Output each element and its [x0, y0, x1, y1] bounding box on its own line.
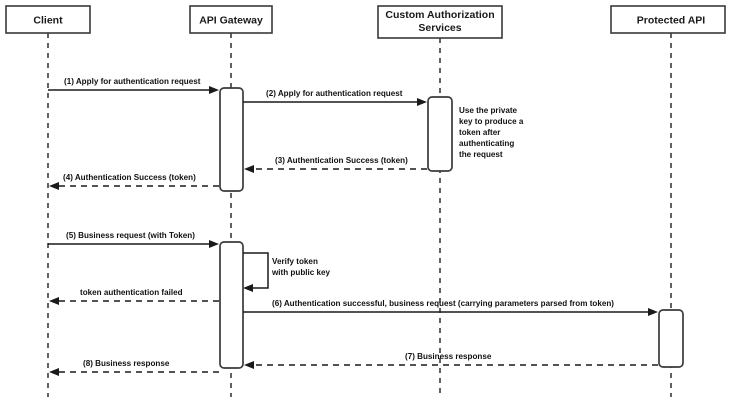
message-2-arrowhead — [417, 98, 427, 106]
participant-box-custom-authorization-services[interactable] — [377, 5, 503, 39]
message-1-label: (1) Apply for authentication request — [64, 77, 201, 86]
lifelines-group — [47, 33, 672, 397]
message-5[interactable]: (5) Business request (with Token) — [48, 231, 219, 248]
participant-protected-api[interactable]: Protected API — [610, 5, 726, 34]
message-8-arrowhead — [49, 368, 59, 376]
message-2-label: (2) Apply for authentication request — [266, 89, 403, 98]
message-6-label: (6) Authentication successful, business … — [272, 299, 614, 308]
message-7-arrowhead — [244, 361, 254, 369]
message-5-label: (5) Business request (with Token) — [66, 231, 195, 240]
message-self-verify-token[interactable]: Verify token with public key — [243, 252, 331, 292]
note-private-key-line-5: the request — [459, 150, 503, 159]
participant-label-client: Client — [33, 14, 63, 26]
message-6-arrowhead — [648, 308, 658, 316]
message-6[interactable]: (6) Authentication successful, business … — [243, 299, 658, 316]
participant-label-api-gateway: API Gateway — [199, 14, 263, 26]
participant-box-protected-api[interactable] — [610, 5, 726, 34]
activation-bar-api-gateway-business[interactable] — [219, 241, 244, 369]
message-token-authentication-failed-arrowhead — [49, 297, 59, 305]
message-self-verify-token-label-line2: with public key — [271, 268, 331, 277]
message-token-authentication-failed[interactable]: token authentication failed — [49, 288, 219, 305]
participant-box-client[interactable] — [5, 5, 91, 34]
message-7[interactable]: (7) Business response — [244, 352, 658, 369]
message-1-arrowhead — [209, 86, 219, 94]
message-self-verify-token-arrowhead — [243, 284, 253, 292]
participant-custom-authorization-services[interactable]: Custom Authorization Services — [377, 5, 503, 39]
message-8[interactable]: (8) Business response — [49, 359, 219, 376]
message-1[interactable]: (1) Apply for authentication request — [48, 77, 219, 94]
activation-bar-custom-authorization-services[interactable] — [427, 96, 453, 172]
message-8-label: (8) Business response — [83, 359, 170, 368]
note-private-key-line-3: token after — [459, 128, 501, 137]
message-4-label: (4) Authentication Success (token) — [63, 173, 196, 182]
note-private-key-line-4: authenticating — [459, 139, 514, 148]
message-token-authentication-failed-label: token authentication failed — [80, 288, 183, 297]
message-2[interactable]: (2) Apply for authentication request — [243, 89, 427, 106]
message-self-verify-token-path — [243, 252, 269, 289]
activation-bar-protected-api[interactable] — [658, 309, 684, 368]
note-private-key: Use the private key to produce a token a… — [459, 106, 524, 159]
participant-client[interactable]: Client — [5, 5, 91, 34]
message-7-label: (7) Business response — [405, 352, 492, 361]
message-self-verify-token-label-line1: Verify token — [272, 257, 318, 266]
participant-box-api-gateway[interactable] — [189, 5, 273, 34]
message-3-arrowhead — [244, 165, 254, 173]
participant-api-gateway[interactable]: API Gateway — [189, 5, 273, 34]
activation-bar-api-gateway-auth[interactable] — [219, 87, 244, 192]
message-4[interactable]: (4) Authentication Success (token) — [49, 173, 219, 190]
activation-bars-group — [219, 87, 684, 369]
participant-label-custom-authorization-services-line2: Services — [418, 22, 461, 34]
note-private-key-line-2: key to produce a — [459, 117, 524, 126]
participant-label-custom-authorization-services-line1: Custom Authorization — [385, 9, 494, 21]
message-5-arrowhead — [209, 240, 219, 248]
note-private-key-line-1: Use the private — [459, 106, 518, 115]
message-3-label: (3) Authentication Success (token) — [275, 156, 408, 165]
message-3[interactable]: (3) Authentication Success (token) — [244, 156, 427, 173]
message-4-arrowhead — [49, 182, 59, 190]
participant-label-protected-api: Protected API — [637, 14, 706, 26]
